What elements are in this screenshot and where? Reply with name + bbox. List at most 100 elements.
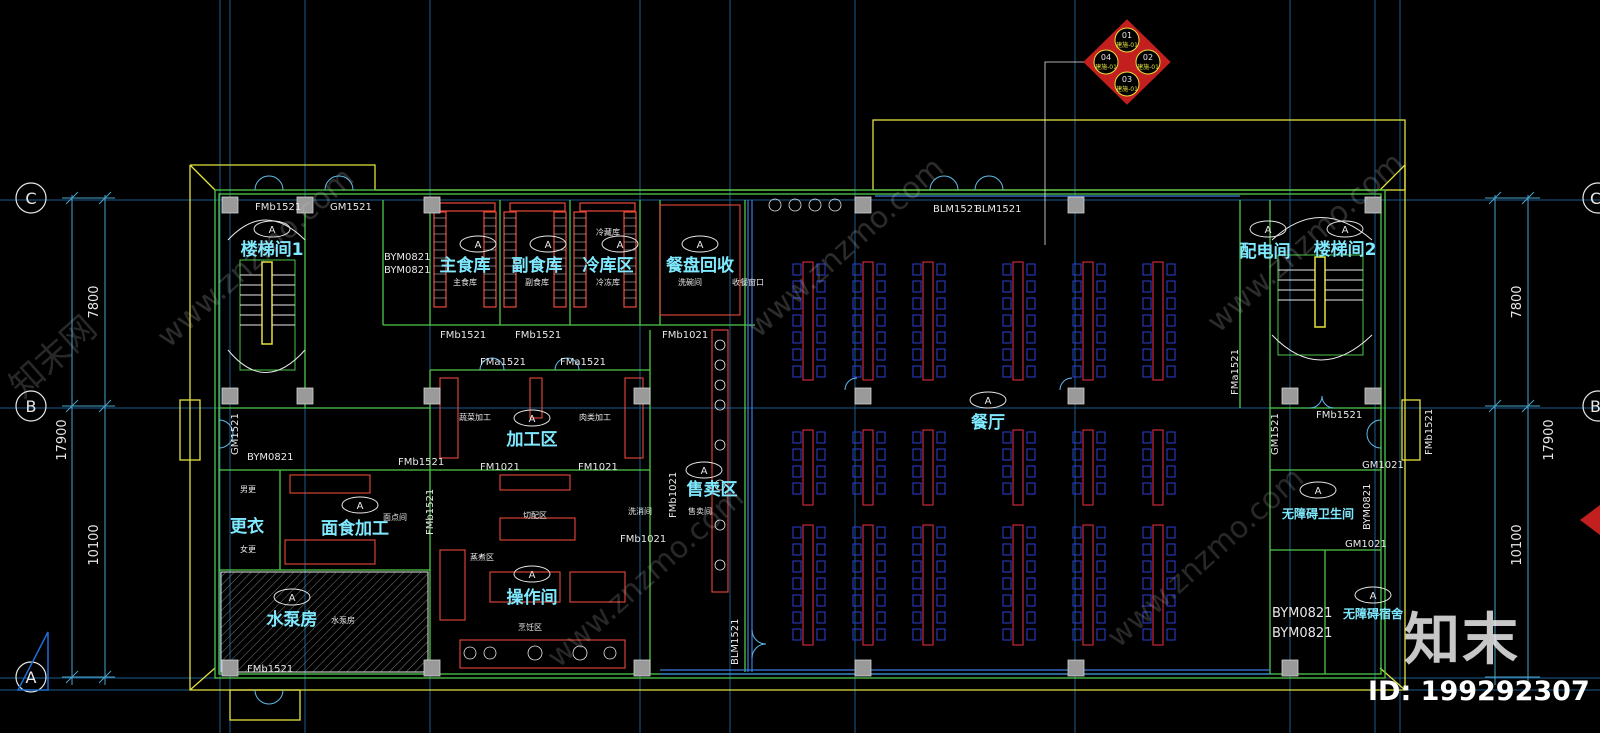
stair-1-drawing: [227, 219, 306, 373]
dining-chair: [1142, 577, 1152, 590]
dining-chair: [912, 465, 922, 478]
dining-chair: [816, 314, 826, 327]
dining-table: [1012, 429, 1024, 506]
svg-text:建施-01: 建施-01: [1116, 85, 1138, 93]
svg-text:FMa1521: FMa1521: [480, 357, 526, 368]
svg-text:GM1521: GM1521: [1270, 413, 1281, 455]
dining-table: [1152, 261, 1164, 381]
dining-chair: [1096, 280, 1106, 293]
dining-chair: [816, 543, 826, 556]
svg-text:B: B: [26, 397, 37, 416]
svg-text:A: A: [697, 240, 704, 251]
dining-chair: [912, 594, 922, 607]
svg-text:FMb1521: FMb1521: [440, 330, 486, 341]
dining-chair: [1166, 365, 1176, 378]
dining-chair: [816, 348, 826, 361]
dining-chair: [912, 297, 922, 310]
dining-chair: [816, 482, 826, 495]
dining-chair: [912, 543, 922, 556]
dining-table: [1082, 429, 1094, 506]
dining-chair: [1026, 348, 1036, 361]
svg-text:C: C: [25, 189, 36, 208]
dining-chair: [1142, 560, 1152, 573]
svg-text:洗消间: 洗消间: [628, 506, 652, 516]
dining-chair: [936, 431, 946, 444]
dining-chair: [1142, 594, 1152, 607]
dining-chair: [876, 448, 886, 461]
label-main-store: 主食库: [440, 255, 491, 276]
dining-chair: [792, 263, 802, 276]
dining-chair: [1166, 482, 1176, 495]
dining-chair: [1166, 348, 1176, 361]
dining-chair: [1002, 482, 1012, 495]
svg-text:A: A: [269, 225, 276, 236]
axis-bubble-right-b: B: [1582, 390, 1600, 422]
dining-chair: [816, 280, 826, 293]
dining-chair: [936, 594, 946, 607]
svg-text:GM1521: GM1521: [330, 202, 372, 213]
dining-chair: [816, 577, 826, 590]
room-tags: [253, 220, 1392, 606]
dining-chair: [816, 331, 826, 344]
dining-chair: [852, 331, 862, 344]
dining-chair: [1166, 543, 1176, 556]
dining-chair: [1072, 482, 1082, 495]
dining-chair: [936, 280, 946, 293]
label-stair2: 楼梯间2: [1314, 239, 1377, 260]
dining-chair: [1026, 314, 1036, 327]
dining-chair: [1026, 431, 1036, 444]
section-index-tag: 01 建施-01 02 建施-01 03 建施-01 04 建施-01: [16, 19, 1600, 691]
svg-text:FMb1021: FMb1021: [662, 330, 708, 341]
dining-chair: [936, 611, 946, 624]
dining-chair: [1002, 465, 1012, 478]
dining-chair: [852, 543, 862, 556]
dining-chair: [1166, 611, 1176, 624]
label-noodle: 面食加工: [321, 518, 389, 539]
dining-chair: [936, 448, 946, 461]
dining-chair: [912, 365, 922, 378]
svg-text:BLM1521: BLM1521: [975, 204, 1022, 215]
dining-chair: [852, 611, 862, 624]
dining-chair: [1072, 431, 1082, 444]
dining-table: [802, 429, 814, 506]
svg-text:A: A: [1370, 591, 1377, 602]
svg-text:04: 04: [1101, 53, 1111, 62]
svg-text:A: A: [1315, 486, 1322, 497]
dining-chair: [1002, 577, 1012, 590]
dining-chair: [816, 526, 826, 539]
sink-fixtures: [463, 198, 842, 661]
dining-chair: [936, 543, 946, 556]
svg-text:面点间: 面点间: [383, 513, 407, 522]
dining-table: [802, 261, 814, 381]
dining-chair: [1096, 448, 1106, 461]
dining-table: [802, 524, 814, 646]
dining-chair: [1142, 448, 1152, 461]
dining-chair: [912, 348, 922, 361]
dining-chair: [816, 594, 826, 607]
svg-text:A: A: [289, 593, 296, 604]
dining-chair: [1026, 465, 1036, 478]
dining-chair: [792, 297, 802, 310]
dining-chair: [792, 348, 802, 361]
dining-chair: [1026, 594, 1036, 607]
dim-left-7800: 7800: [87, 285, 102, 318]
dining-chair: [1166, 448, 1176, 461]
dining-chair: [1096, 611, 1106, 624]
dining-chair: [912, 331, 922, 344]
dining-chair: [1072, 628, 1082, 641]
svg-text:FMb1521: FMb1521: [255, 202, 301, 213]
label-stair1: 楼梯间1: [241, 239, 304, 260]
dining-chair: [912, 560, 922, 573]
pump-room-hatch: [220, 571, 429, 673]
dining-chair: [936, 482, 946, 495]
svg-text:水泵房: 水泵房: [331, 615, 355, 625]
dining-chair: [1026, 280, 1036, 293]
svg-text:FMb1021: FMb1021: [620, 534, 666, 545]
svg-text:BYM0821: BYM0821: [1362, 484, 1373, 531]
dining-chair: [1026, 365, 1036, 378]
axis-bubble-left-a: A: [15, 661, 47, 693]
dining-chair: [852, 628, 862, 641]
dining-chair: [1142, 331, 1152, 344]
dining-chair: [1072, 348, 1082, 361]
svg-text:A: A: [26, 668, 37, 687]
